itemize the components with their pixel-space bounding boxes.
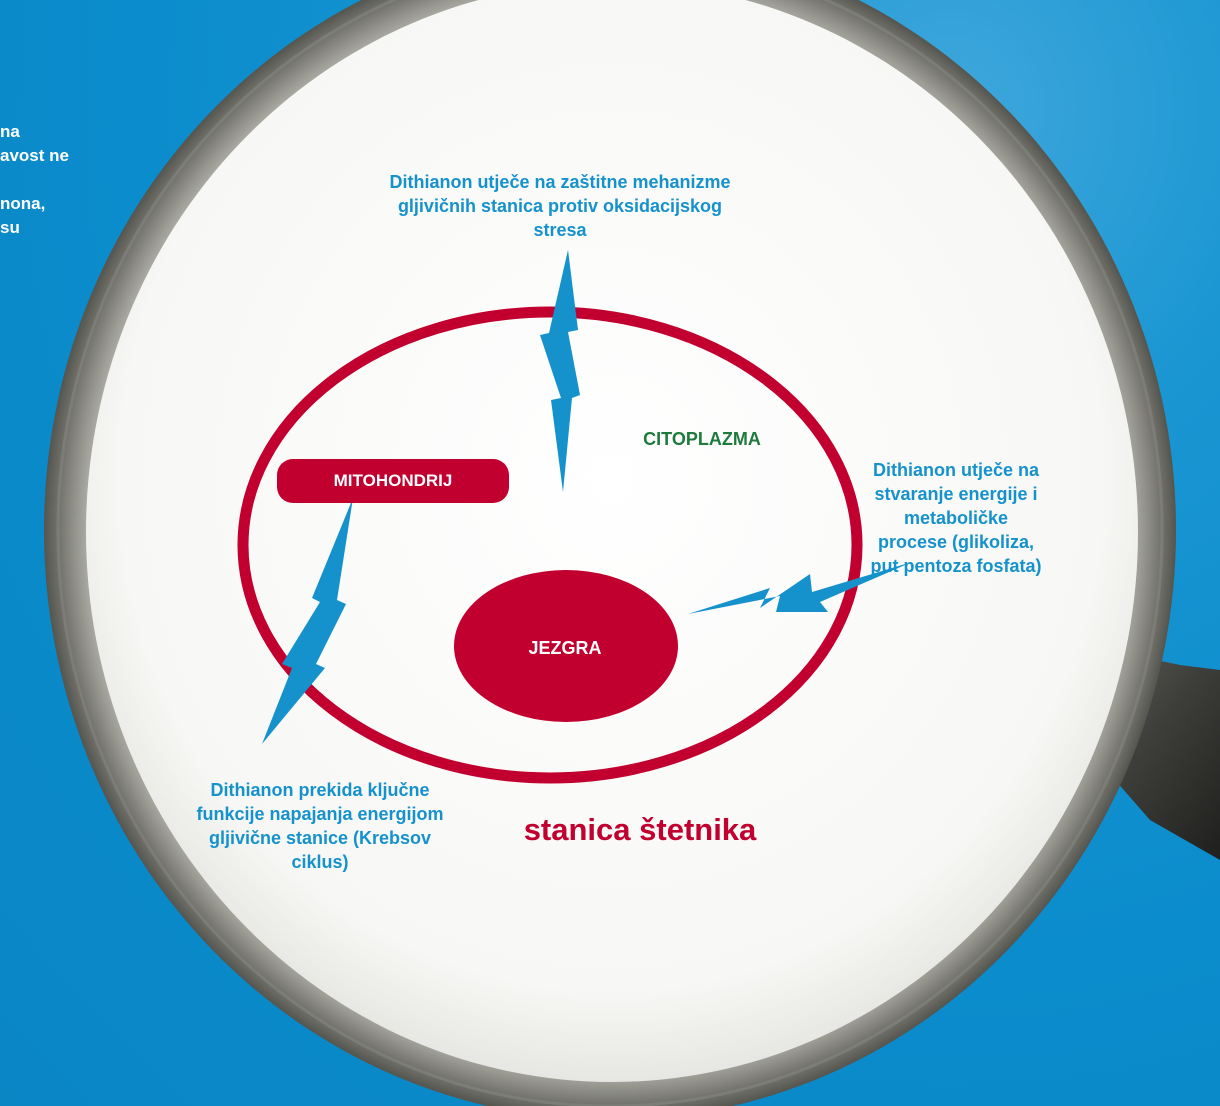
magnifier-lens (86, 0, 1138, 1082)
nucleus (454, 570, 678, 722)
annotation-metabolism: Dithianon utječe na stvaranje energije i… (870, 460, 1042, 576)
cell-membrane (237, 306, 863, 784)
mitochondrion-label: MITOHONDRIJ (277, 459, 509, 503)
nucleus-label: JEZGRA (528, 638, 602, 658)
rim-inner-edge (56, 0, 1164, 1106)
cell-caption: stanica štetnika (523, 812, 757, 847)
annotation-krebs-cycle: Dithianon prekida ključne funkcije napaj… (196, 780, 444, 872)
side-text-fragment: na avost ne nona, su (0, 122, 69, 237)
lightning-bolt-icon (262, 498, 353, 744)
annotation-oxidative-stress: Dithianon utječe na zaštitne mehanizme g… (389, 172, 731, 240)
lightning-bolt-icon (688, 562, 912, 614)
cytoplasm-label: CITOPLAZMA (643, 429, 761, 449)
lightning-bolt-icon (540, 250, 580, 492)
